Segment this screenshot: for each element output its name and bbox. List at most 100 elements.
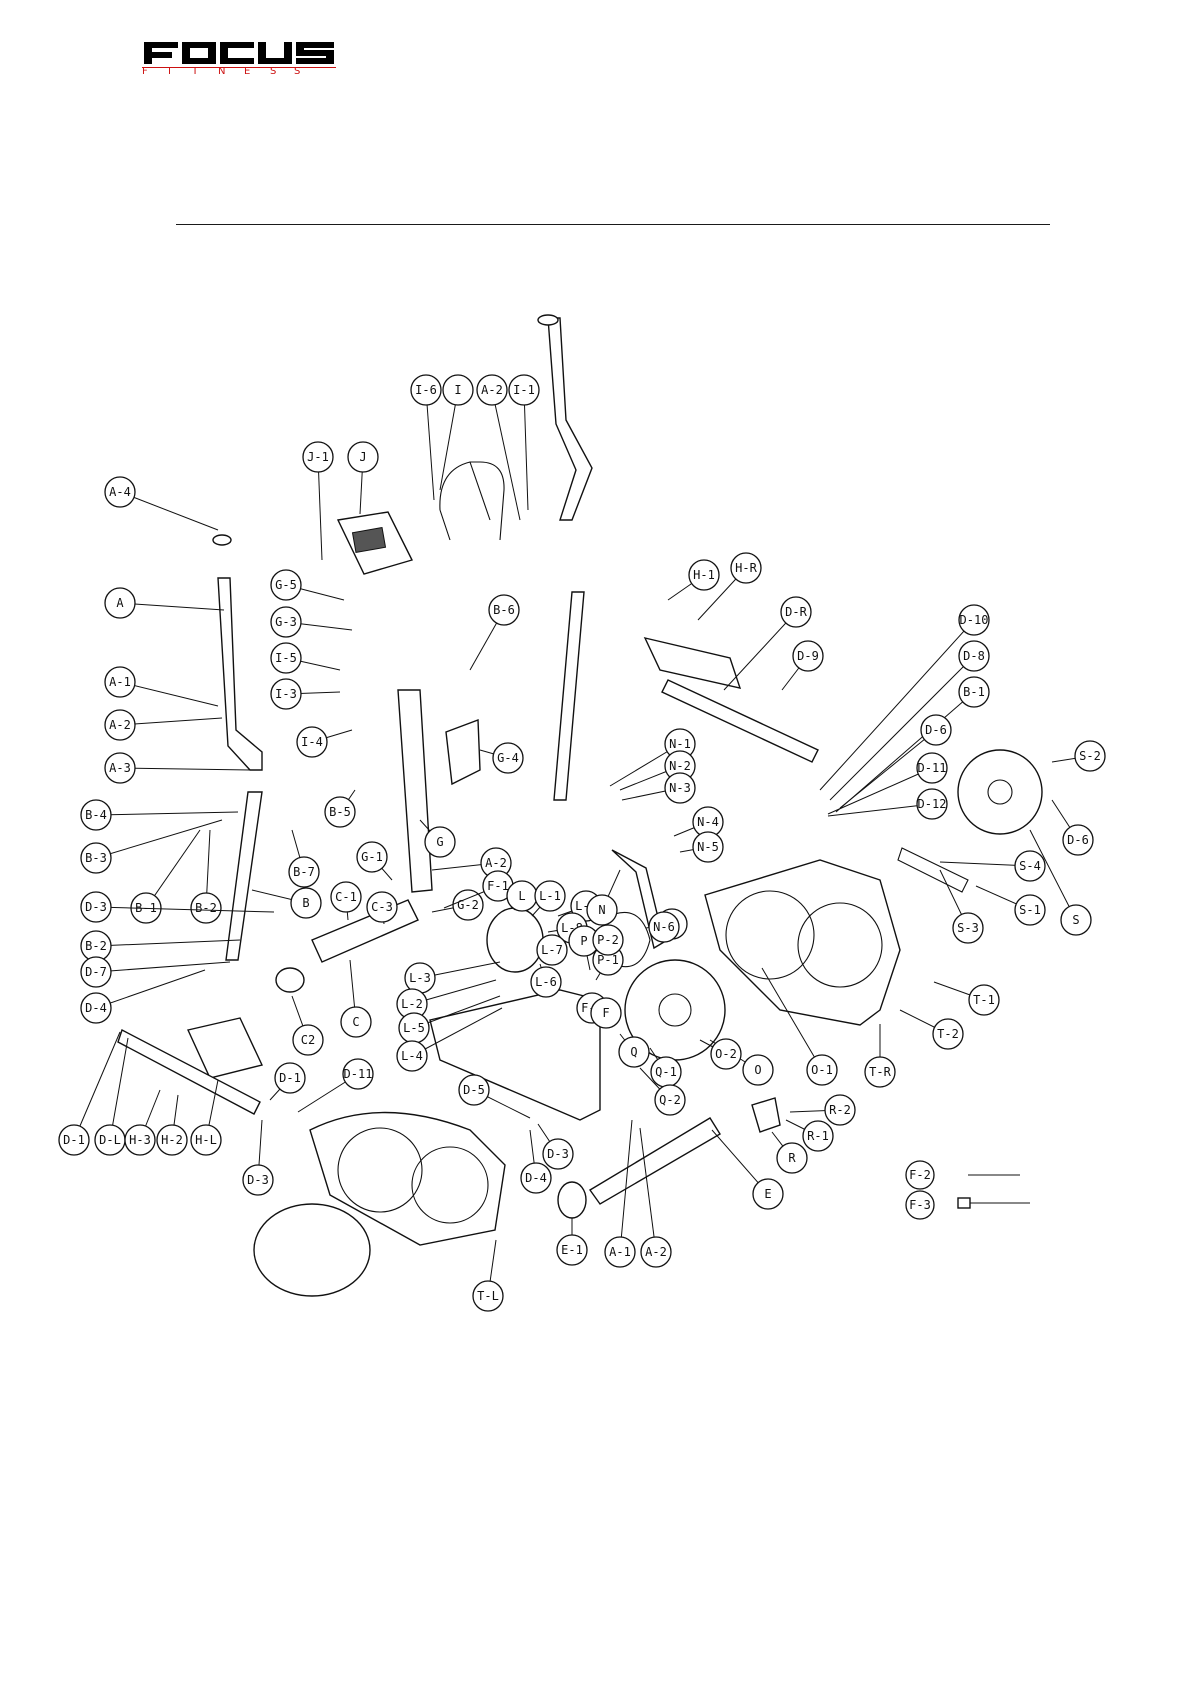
callout-label: I-4 [301,735,323,749]
callout-d-3: D-3 [242,1119,274,1196]
callout-bubble [604,1236,636,1268]
callout-leader-line [761,967,823,1071]
callout-bubble [534,880,566,912]
callout-leader-line [425,389,435,501]
callout-bubble [347,441,379,473]
callout-d-11: D-11 [827,752,948,815]
callout-label: D-11 [918,761,947,775]
logo-focus-letters [144,42,334,64]
callout-bubble [80,799,112,831]
callout-t-1: T-1 [933,981,1000,1016]
callout-label: D-6 [925,723,947,737]
callout-label: S-2 [1079,749,1101,763]
callout-bubble [806,1054,838,1086]
callout-label: S [1072,913,1079,927]
callout-d-r: D-R [723,596,812,691]
callout-label: D-8 [963,649,985,663]
callout-bubble [488,594,520,626]
left-shroud-window [337,1127,423,1213]
callout-label: I-5 [275,651,297,665]
callout-label: I-6 [415,383,437,397]
callout-leader-line [95,961,231,973]
callout-bubble [590,997,622,1029]
callout-a-1: A-1 [604,1119,636,1268]
callout-bubble [618,1036,650,1068]
callout-f: F [590,997,622,1029]
callout-label: A-2 [481,383,503,397]
callout-label: L-5 [403,1021,425,1035]
callout-bubble [324,796,356,828]
callout-label: S-4 [1019,859,1041,873]
callout-bubble [864,1056,896,1088]
callout-s-3: S-3 [939,869,984,944]
callout-leader-line [839,729,937,809]
callout-d-4: D-4 [80,969,206,1024]
callout-label: O [754,1063,761,1077]
svg-text:S: S [294,66,300,76]
callout-p-2: P-2 [592,924,624,956]
callout-label: L-6 [535,975,557,989]
callout-t-r: T-R [864,1024,896,1088]
callout-d-4: D-4 [520,1129,552,1194]
callout-label: O-1 [811,1063,833,1077]
callout-d-6: D-6 [1051,799,1094,856]
callout-bubble [302,441,334,473]
callout-label: A-4 [109,485,131,499]
callout-leader-line [109,1037,129,1141]
callout-bubble [742,1054,774,1086]
callout-bubble [330,881,362,913]
callout-label: D-1 [279,1071,301,1085]
header-rule [176,224,1050,225]
callout-bubble [530,966,562,998]
callout-bubble [452,889,484,921]
callout-r: R [771,1131,808,1174]
callout-leader-line [723,611,797,691]
callout-bubble [342,1058,374,1090]
callout-label: I-3 [275,687,297,701]
callout-label: C [352,1015,359,1029]
callout-label: D-6 [1067,833,1089,847]
callout-d-12: D-12 [827,788,948,820]
callout-leader-line [119,491,219,531]
column-bracket [445,719,481,786]
callout-bubble [640,1236,672,1268]
callout-leader-line [95,969,206,1009]
callout-label: B-4 [85,808,107,822]
part-drawings [117,314,1043,1297]
callout-bubble [288,856,320,888]
callout-bubble [80,891,112,923]
callout-label: F-1 [487,879,509,893]
callout-leader-line [827,767,933,815]
callout-b-5: B-5 [324,789,356,828]
callout-label: A-2 [645,1245,667,1259]
callout-label: B-2 [85,939,107,953]
callout-b-3: B-3 [80,819,223,874]
callout-bubble [80,842,112,874]
pulse-handlebar [439,461,505,541]
svg-text:T: T [191,66,199,76]
side-disc [957,749,1043,835]
callout-bubble [58,1124,90,1156]
callout-bubble [458,1074,490,1106]
callout-leader-line [619,1119,633,1253]
right-shroud [704,859,901,1026]
callout-label: E-1 [561,1243,583,1257]
callout-g-1: G-1 [356,841,393,881]
callout-bubble [270,569,302,601]
callout-leader-line [95,811,239,816]
callout-h-3: H-3 [124,1089,161,1156]
callout-bubble [1062,824,1094,856]
handlebar-cap-right [537,314,559,326]
svg-text:N: N [218,66,225,76]
callout-label: B-5 [329,805,351,819]
callout-d-1: D-1 [269,1062,306,1101]
callout-h-1: H-1 [667,559,720,601]
callout-o-2: O-2 [699,1038,742,1070]
callout-bubble [1014,850,1046,882]
callout-bubble [932,1018,964,1050]
callout-bubble [156,1124,188,1156]
callout-a-4: A-4 [104,476,219,531]
callout-bubble [396,1040,428,1072]
callout-bubble [916,788,948,820]
